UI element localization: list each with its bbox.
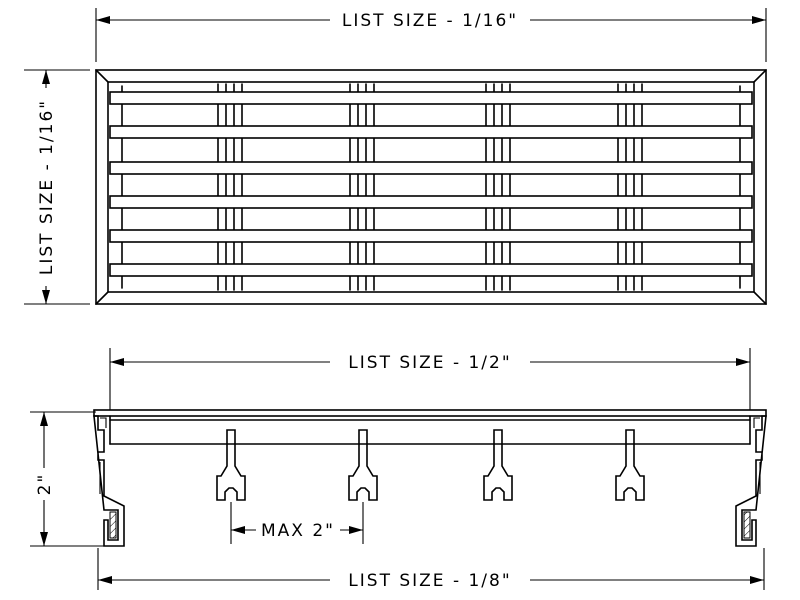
horizontal-bar — [109, 91, 753, 105]
top-width-dimension-label: LIST SIZE - 1/16" — [342, 11, 518, 31]
frame-outer — [95, 69, 767, 305]
vertical-bar-group — [485, 83, 511, 291]
inner-width-dimension-label: LIST SIZE - 1/2" — [348, 353, 511, 373]
frame-inner — [107, 81, 755, 293]
blade-profile — [483, 429, 513, 501]
vertical-bar-group — [349, 83, 375, 291]
blade-profile — [348, 429, 378, 501]
horizontal-bar — [109, 263, 753, 277]
blade-profile — [615, 429, 645, 501]
inner-width-dimension-line — [110, 358, 750, 366]
vertical-bar-group — [217, 83, 243, 291]
top-height-dimension-line — [42, 70, 50, 304]
spacing-dimension-label: MAX 2" — [261, 521, 335, 541]
left-frame-profile — [93, 415, 125, 547]
vertical-bar-group — [617, 83, 643, 291]
section-view: LIST SIZE - 1/2" LIST SIZE - 1/8" 2" — [30, 348, 767, 591]
depth-dimension-label: 2" — [35, 473, 55, 496]
top-width-dimension-line — [96, 16, 766, 24]
depth-dimension-line — [40, 412, 48, 546]
horizontal-bar — [109, 161, 753, 175]
horizontal-bar — [109, 125, 753, 139]
right-frame-profile — [735, 415, 767, 547]
spacing-dimension-line — [231, 526, 363, 534]
blade-profile — [216, 429, 246, 501]
face-flange — [93, 409, 767, 417]
overall-width-dimension-line — [98, 576, 764, 584]
overall-width-dimension-label: LIST SIZE - 1/8" — [348, 571, 511, 591]
horizontal-bar — [109, 229, 753, 243]
top-view: LIST SIZE - 1/16" LIST SIZE - 1/16" — [24, 8, 767, 305]
horizontal-bar — [109, 195, 753, 209]
top-height-dimension-label: LIST SIZE - 1/16" — [37, 99, 57, 275]
